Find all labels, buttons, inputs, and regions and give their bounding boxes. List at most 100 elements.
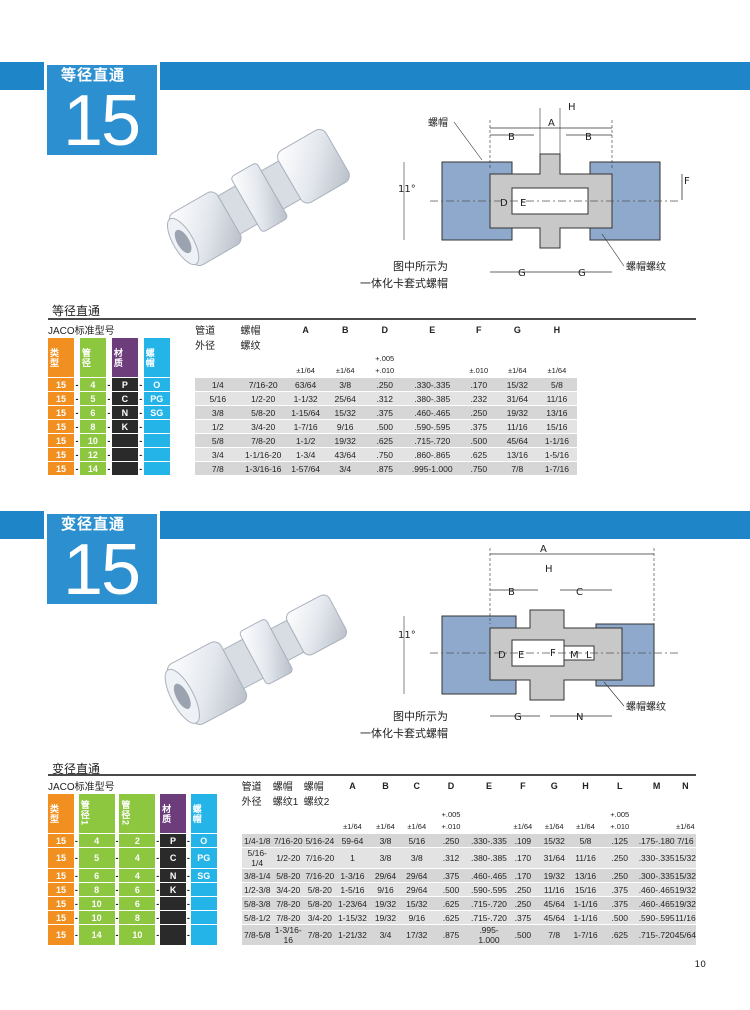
- cell-F: .170: [507, 868, 539, 883]
- cell-A: 1-7/16: [285, 419, 326, 434]
- cell-t1: 3/4-20: [272, 882, 304, 897]
- code-cell: 10: [78, 910, 115, 925]
- col-C-header: C: [401, 778, 432, 794]
- cell-G: 19/32: [497, 405, 538, 420]
- section1-badge: 等径直通 15: [44, 62, 160, 158]
- cell-G: 45/64: [538, 910, 571, 925]
- model-header: JACO标准型号: [48, 778, 242, 794]
- cell-C: 29/64: [401, 868, 432, 883]
- cell-B: 3/8: [325, 377, 365, 392]
- col-G-header: G: [538, 778, 571, 794]
- code-cell: 15: [48, 910, 74, 925]
- cell-E: .460-.465: [470, 868, 508, 883]
- code-nut-header: 螺帽: [191, 803, 202, 824]
- cell-D: .500: [364, 419, 405, 434]
- cell-A: 59-64: [335, 833, 369, 848]
- cell-F: .375: [507, 910, 539, 925]
- cell-F: .109: [507, 833, 539, 848]
- code-dash: -: [74, 391, 80, 406]
- dim-D-label: D: [498, 650, 506, 661]
- tol-A: ±1/64: [285, 363, 326, 378]
- dim-F-label: F: [684, 176, 690, 187]
- cell-H: 13/16: [570, 868, 601, 883]
- code-dash: -: [74, 896, 79, 911]
- cell-H: 15/16: [537, 419, 577, 434]
- cell-D: .375: [431, 868, 471, 883]
- cell-H: 15/16: [570, 882, 601, 897]
- code-cell: [111, 433, 138, 448]
- code-cell: [143, 447, 170, 462]
- code-dash: -: [74, 847, 79, 869]
- code-dash: -: [105, 461, 112, 476]
- code-cell: 8: [78, 882, 115, 897]
- dim-H-label: H: [545, 564, 553, 575]
- code-material-header: 材质: [112, 347, 123, 368]
- code-cell: 6: [119, 882, 156, 897]
- cell-C: 17/32: [401, 924, 432, 946]
- tube-od-header: 管道外径: [241, 778, 273, 820]
- code-dash: -: [114, 896, 120, 911]
- code-cell: 15: [48, 405, 74, 420]
- cell-t2: 5/8-20: [303, 896, 336, 911]
- code-size-header: 管径: [80, 347, 91, 368]
- cell-M: .590-.595: [638, 910, 675, 925]
- cell-H: 1-1/16: [570, 910, 601, 925]
- code-cell: 15: [48, 833, 74, 848]
- model-header: JACO标准型号: [48, 322, 196, 338]
- cell-H: 5/8: [570, 833, 601, 848]
- tol-M: [638, 819, 675, 834]
- tol-E: [470, 819, 508, 834]
- col-L-header: L: [600, 778, 639, 794]
- tol-B: ±1/64: [368, 819, 402, 834]
- cell-M: .715-.720: [638, 924, 675, 946]
- code-dash: -: [186, 896, 191, 911]
- cell-N: 45/64: [674, 924, 696, 946]
- code-cell: 2: [119, 833, 156, 848]
- cell-D: .750: [364, 447, 405, 462]
- cell-E: .330-.335: [470, 833, 508, 848]
- cell-H: 11/16: [537, 391, 577, 406]
- code-dash: -: [105, 447, 112, 462]
- cell-F: .625: [460, 447, 498, 462]
- col-B-header: B: [368, 778, 402, 794]
- cell-G: 31/64: [497, 391, 538, 406]
- cell-t2: 7/8-20: [303, 924, 336, 946]
- cell-B: 19/32: [368, 910, 402, 925]
- cell-od: 5/8-1/2: [241, 910, 273, 925]
- dim-B-label: B: [508, 587, 515, 598]
- cell-N: 19/32: [674, 882, 696, 897]
- dim-L-label: L: [586, 650, 592, 661]
- code-cell: 5: [79, 391, 106, 406]
- code-dash: -: [74, 419, 80, 434]
- code-dash: -: [155, 896, 161, 911]
- code-cell: 5: [78, 847, 115, 869]
- code-dash: -: [74, 910, 79, 925]
- code-dash: -: [137, 405, 144, 420]
- dim-H-label: H: [568, 102, 576, 113]
- cell-F: .250: [507, 882, 539, 897]
- code-dash: -: [186, 924, 191, 946]
- tol-C: ±1/64: [401, 819, 432, 834]
- cell-E: .715-.720: [404, 433, 461, 448]
- code-cell: 15: [48, 461, 74, 476]
- code-cell: 15: [48, 377, 74, 392]
- section1-badge-title: 等径直通: [61, 66, 126, 84]
- cell-t2: 5/8-20: [303, 882, 336, 897]
- cell-M: .175-.180: [638, 833, 675, 848]
- code-cell: 15: [48, 419, 74, 434]
- dim-G-label: G: [514, 712, 522, 723]
- code-cell: 6: [78, 868, 115, 883]
- cell-od: 5/8: [195, 433, 241, 448]
- cell-od: 3/4: [195, 447, 241, 462]
- section2-badge-title: 变径直通: [61, 515, 126, 533]
- code-cell: 8: [79, 419, 106, 434]
- cell-E: .460-.465: [404, 405, 461, 420]
- tol-G: ±1/64: [497, 363, 538, 378]
- cell-G: 11/16: [538, 882, 571, 897]
